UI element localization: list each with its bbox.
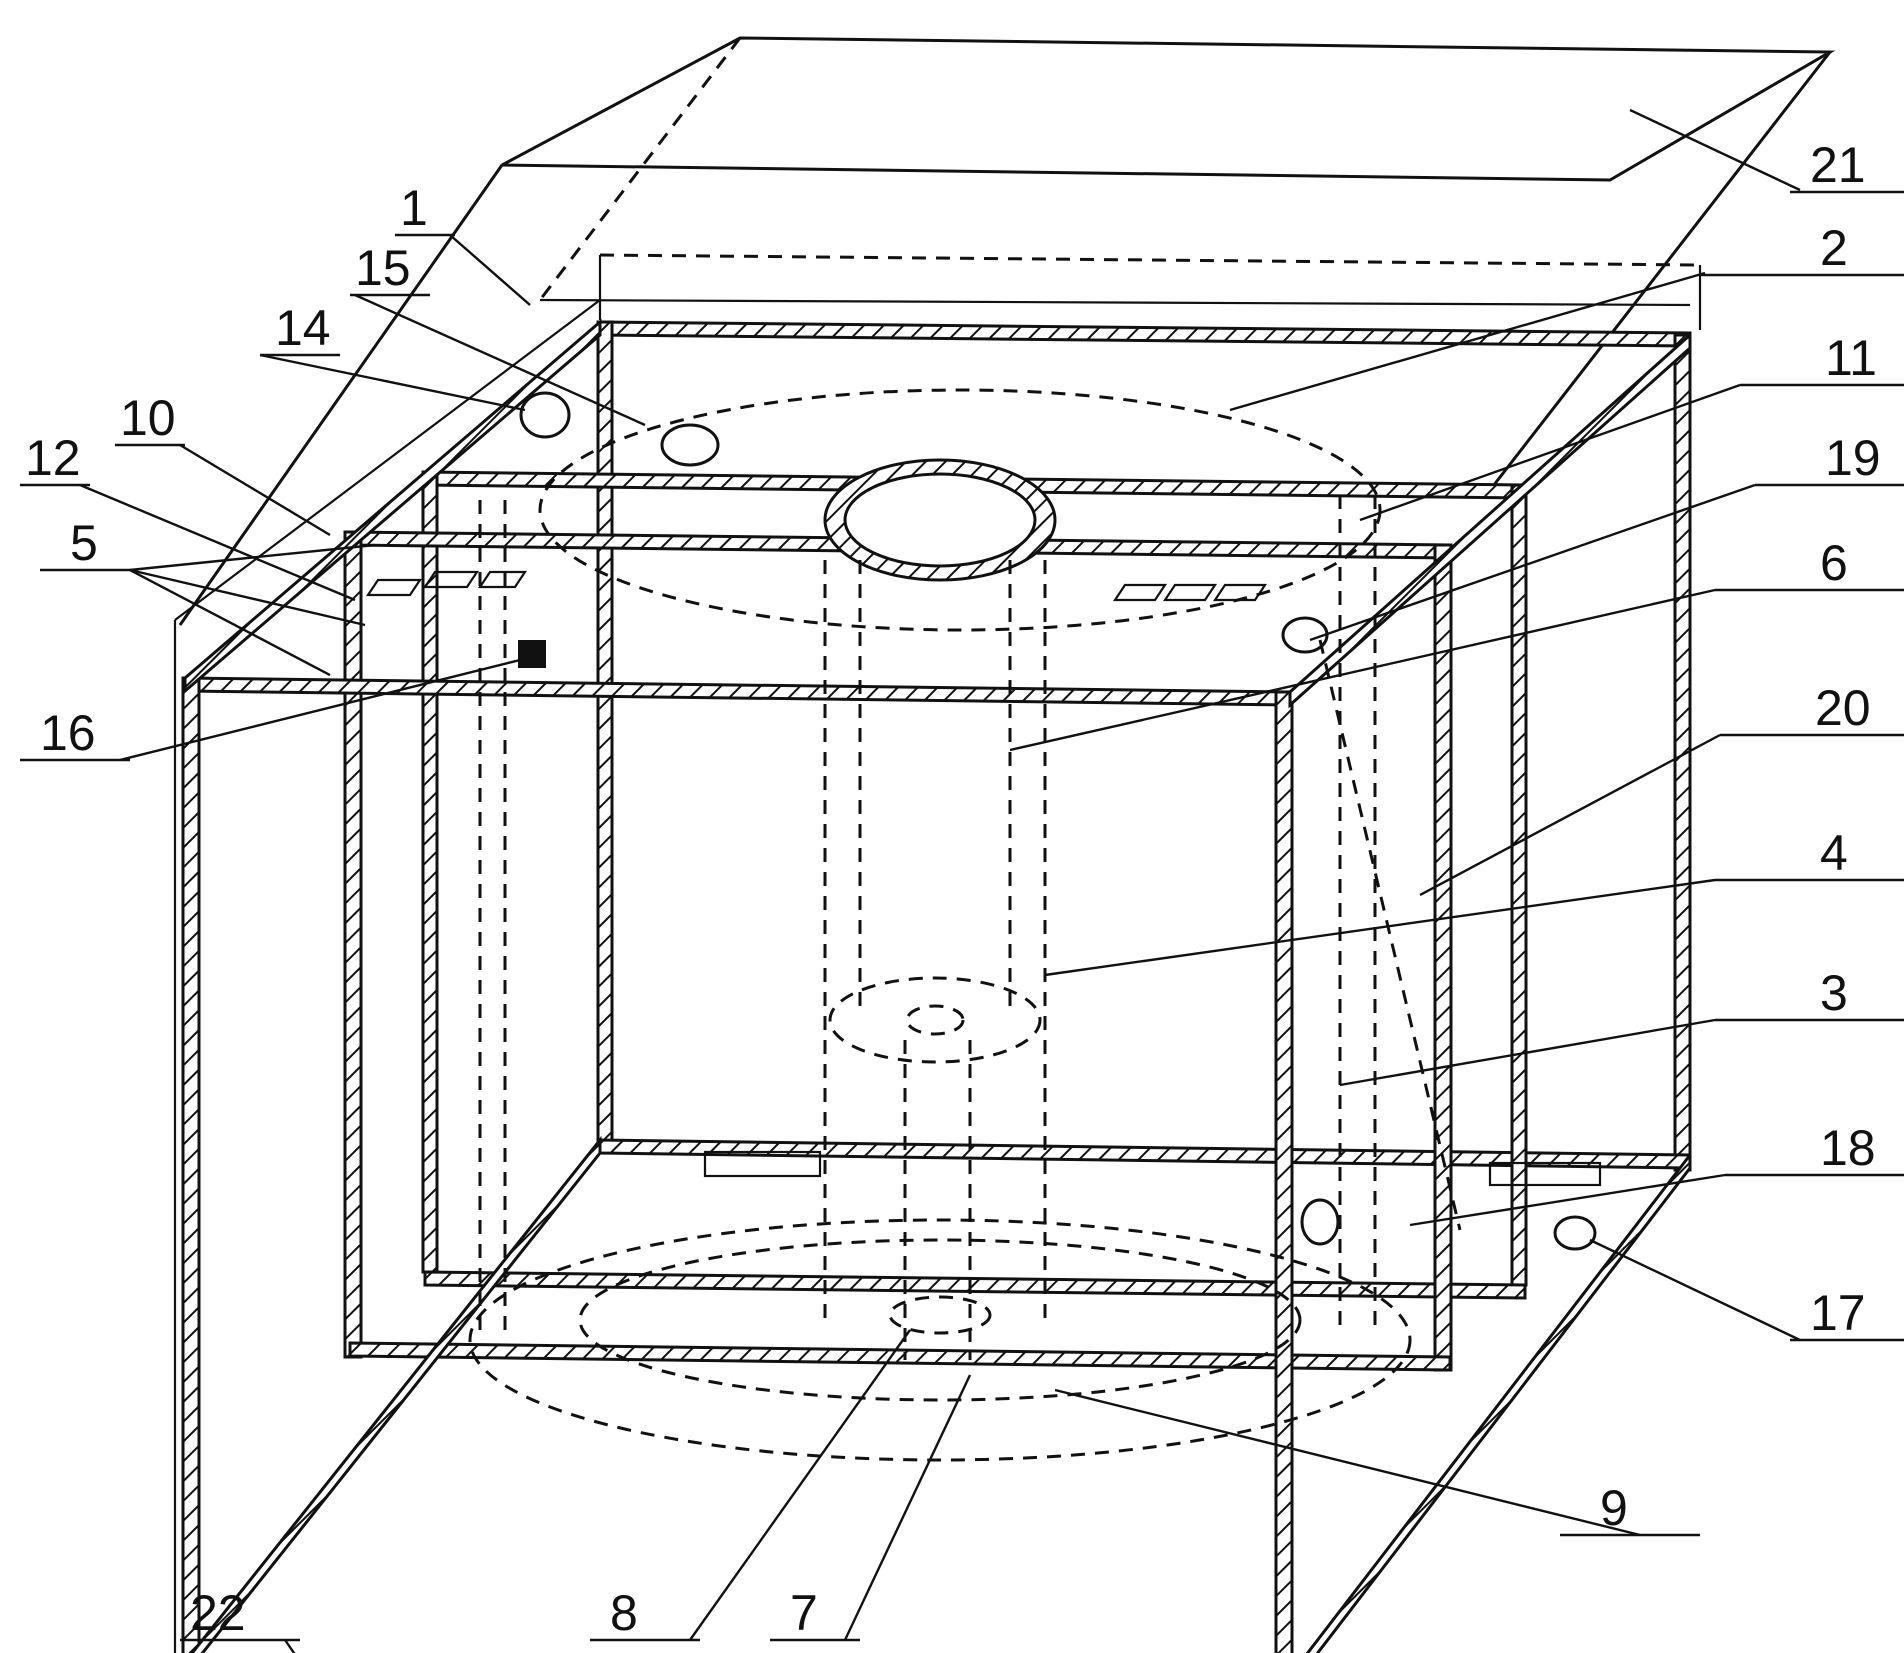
foot-back-left <box>703 1150 822 1178</box>
label-21: 21 <box>1810 137 1866 193</box>
leader-17 <box>1589 1238 1801 1342</box>
port-18 <box>1300 1198 1340 1246</box>
top-opening-ring-inner <box>843 472 1037 568</box>
leader-18 <box>1409 1173 1726 1227</box>
left-outer-rim <box>174 299 601 621</box>
sensor-16 <box>518 640 546 668</box>
label-10: 10 <box>120 390 176 446</box>
lid-dashed-guide <box>538 37 742 301</box>
left-top-diagonal-rail <box>183 318 602 695</box>
label-22: 22 <box>190 1585 246 1641</box>
bottom-chamber-inner <box>578 1238 1302 1402</box>
port-14 <box>519 391 571 439</box>
label-5: 5 <box>70 515 98 571</box>
middle-bottom-rail <box>423 1270 1527 1300</box>
leader-8 <box>689 1329 911 1641</box>
left-control-panel <box>365 570 528 597</box>
label-15: 15 <box>355 240 411 296</box>
leader-14 <box>259 353 526 412</box>
port-17 <box>1553 1215 1597 1251</box>
leader-15 <box>354 293 646 427</box>
upper-inner-chamber <box>538 388 1382 632</box>
bottom-hub <box>888 1295 992 1335</box>
bottom-chamber-outer <box>468 1218 1412 1462</box>
right-top-diagonal-rail <box>1288 331 1692 709</box>
label-7: 7 <box>790 1585 818 1641</box>
lid-guide-right <box>1488 51 1832 491</box>
leader-2 <box>1229 271 1706 412</box>
label-8: 8 <box>610 1585 638 1641</box>
port-15 <box>660 423 720 467</box>
leader-4 <box>1044 878 1716 977</box>
leader-20 <box>1419 733 1721 897</box>
diagonal-pipe <box>1318 639 1462 1231</box>
upper-rim-line <box>539 298 1691 307</box>
leader-21 <box>1629 108 1801 192</box>
inner-right-post <box>1433 543 1453 1372</box>
leader-22 <box>284 1639 296 1653</box>
foot-back-right <box>1488 1161 1602 1187</box>
leader-16 <box>119 658 521 762</box>
middle-left-post <box>421 470 439 1274</box>
label-3: 3 <box>1820 965 1848 1021</box>
leader-5b <box>129 568 366 627</box>
leader-5c <box>129 568 331 677</box>
middle-right-post <box>1510 483 1528 1287</box>
front-right-post <box>1274 690 1294 1653</box>
leader-19 <box>1309 483 1756 642</box>
label-11: 11 <box>1825 330 1877 386</box>
label-6: 6 <box>1820 535 1848 591</box>
label-16: 16 <box>40 705 96 761</box>
leader-10 <box>179 443 331 537</box>
label-17: 17 <box>1810 1285 1866 1341</box>
label-4: 4 <box>1820 825 1848 881</box>
leader-6 <box>1009 588 1716 752</box>
label-12: 12 <box>25 430 81 486</box>
leader-7 <box>843 1374 972 1641</box>
port-19 <box>1281 616 1329 654</box>
middle-disc-hub <box>905 1004 965 1036</box>
leader-12 <box>79 483 356 602</box>
left-bottom-diagonal-rail <box>190 1135 602 1653</box>
right-bottom-diagonal-rail <box>1305 1150 1692 1653</box>
leader-11 <box>1359 383 1741 522</box>
label-14: 14 <box>275 300 331 356</box>
label-1: 1 <box>400 180 428 236</box>
label-2: 2 <box>1820 220 1848 276</box>
lid-plate <box>501 36 1836 182</box>
middle-disc <box>828 976 1042 1064</box>
front-left-post <box>181 676 201 1653</box>
leader-9 <box>1054 1388 1641 1537</box>
leader-1 <box>449 234 531 306</box>
label-20: 20 <box>1815 680 1871 736</box>
right-control-panel <box>1112 583 1268 602</box>
leader-3 <box>1339 1018 1716 1087</box>
label-9: 9 <box>1600 1480 1628 1536</box>
label-19: 19 <box>1825 430 1881 486</box>
inner-left-post <box>343 530 363 1359</box>
inner-bottom-rail <box>348 1341 1452 1372</box>
back-top-dashed-outline <box>599 253 1701 267</box>
label-18: 18 <box>1820 1120 1876 1176</box>
